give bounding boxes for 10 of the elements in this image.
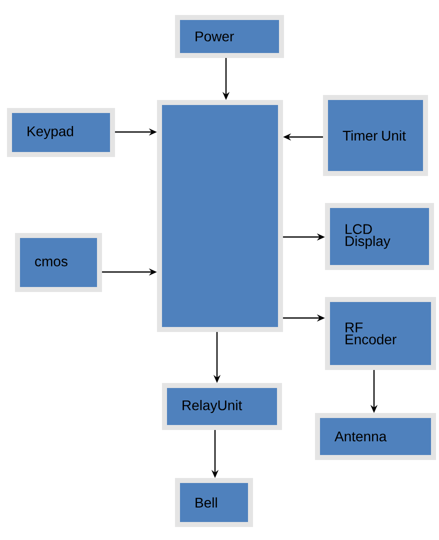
block-box: cmos [15,233,102,292]
block-box: Timer Unit [323,95,428,176]
block-box: Keypad [7,108,115,157]
block-box: Antenna [315,413,436,460]
block-box [157,100,283,332]
block-box: LCD Display [325,203,434,270]
block-box: Bell [175,478,253,527]
block-box: Power [175,15,284,58]
block-box: RelayUnit [162,383,282,430]
block-box: RF Encoder [325,297,436,370]
